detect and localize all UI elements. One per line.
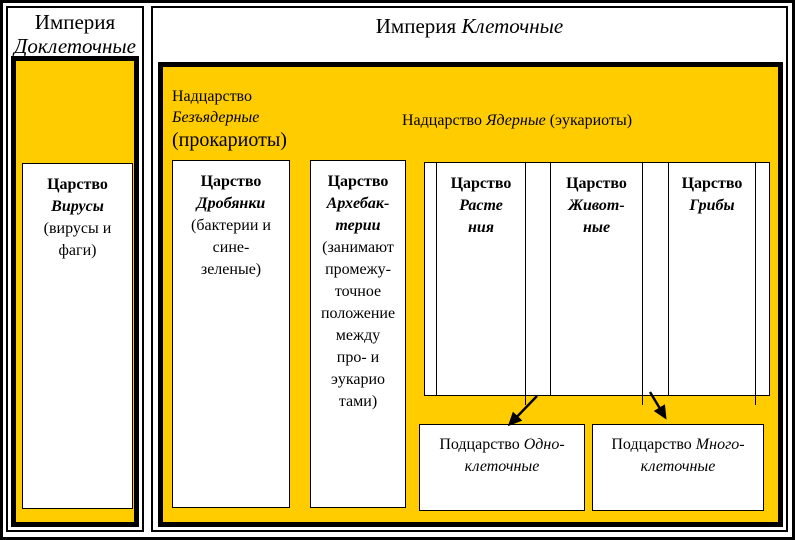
kingdom-animals-column: Царство Живот- ные — [551, 163, 643, 405]
spacer-column — [425, 163, 437, 395]
kingdom-animals-rank: Царство — [566, 175, 627, 192]
subkingdom-unicellular-box: Подцарство Одно- клеточные — [419, 424, 585, 511]
empire-cellular-title-name: Клеточные — [461, 14, 564, 38]
subkingdom-multicellular-box: Подцарство Много- клеточные — [592, 424, 764, 511]
kingdom-fungi-column: Царство Грибы — [669, 163, 756, 405]
spacer-column — [526, 163, 551, 395]
kingdom-archaebacteria-rank: Царство — [327, 173, 389, 190]
empire-cellular-title: Империя Клеточные — [153, 14, 786, 38]
superkingdom-eukaryotes-note: (эукариоты) — [549, 112, 633, 129]
superkingdom-prokaryotes-name: Безъядерные — [172, 109, 260, 126]
kingdom-fungi-name: Грибы — [689, 197, 735, 214]
kingdom-plants-rank: Царство — [450, 175, 512, 192]
subkingdom-unicellular-rank: Подцарство — [439, 436, 520, 453]
superkingdom-prokaryotes-rank: Надцарство — [172, 88, 252, 105]
kingdom-plants-name: Расте ния — [459, 197, 503, 236]
eukaryote-kingdoms-box: Царство Расте ния Царство Живот- ные Цар… — [424, 162, 770, 405]
superkingdom-eukaryotes-label: Надцарство Ядерные (эукариоты) — [402, 110, 742, 131]
superkingdom-prokaryotes-label: Надцарство Безъядерные (прокариоты) — [172, 86, 322, 152]
kingdom-drobyanki-note: (бактерии и сине- зеленые) — [191, 217, 271, 278]
kingdom-fungi-rank: Царство — [681, 175, 743, 192]
empire-precellular-title-word: Империя — [34, 10, 116, 34]
kingdom-drobyanki-name: Дробянки — [196, 195, 266, 212]
subkingdom-multicellular-rank: Подцарство — [611, 436, 692, 453]
kingdom-viruses-box: Царство Вирусы (вирусы и фаги) — [22, 163, 133, 509]
kingdom-animals-name: Живот- ные — [568, 197, 625, 236]
superkingdom-prokaryotes-note: (прокариоты) — [172, 129, 287, 151]
kingdom-drobyanki-box: Царство Дробянки (бактерии и сине- зелен… — [172, 160, 290, 508]
kingdom-viruses-rank: Царство — [47, 176, 108, 193]
spacer-column — [643, 163, 669, 395]
spacer-column — [756, 163, 769, 395]
kingdom-viruses-note: (вирусы и фаги) — [43, 220, 112, 259]
superkingdom-eukaryotes-rank: Надцарство — [402, 112, 482, 129]
kingdom-archaebacteria-name: Архебак- терии — [326, 195, 390, 234]
subkingdom-unicellular-name: Одно- клеточные — [464, 436, 565, 475]
kingdom-archaebacteria-box: Царство Архебак- терии (занимают промежу… — [310, 160, 406, 508]
kingdom-viruses-name: Вирусы — [51, 198, 104, 215]
kingdom-plants-column: Царство Расте ния — [437, 163, 526, 405]
subkingdom-multicellular-name: Много- клеточные — [640, 436, 745, 475]
empire-precellular-title-name: Доклеточные — [14, 34, 136, 58]
empire-precellular-title: Империя Доклеточные — [8, 10, 142, 58]
kingdom-archaebacteria-note: (занимают промежу- точное положение межд… — [320, 239, 396, 410]
kingdom-drobyanki-rank: Царство — [200, 173, 262, 190]
empire-cellular-title-word: Империя — [375, 14, 457, 38]
superkingdom-eukaryotes-name: Ядерные — [486, 112, 546, 129]
